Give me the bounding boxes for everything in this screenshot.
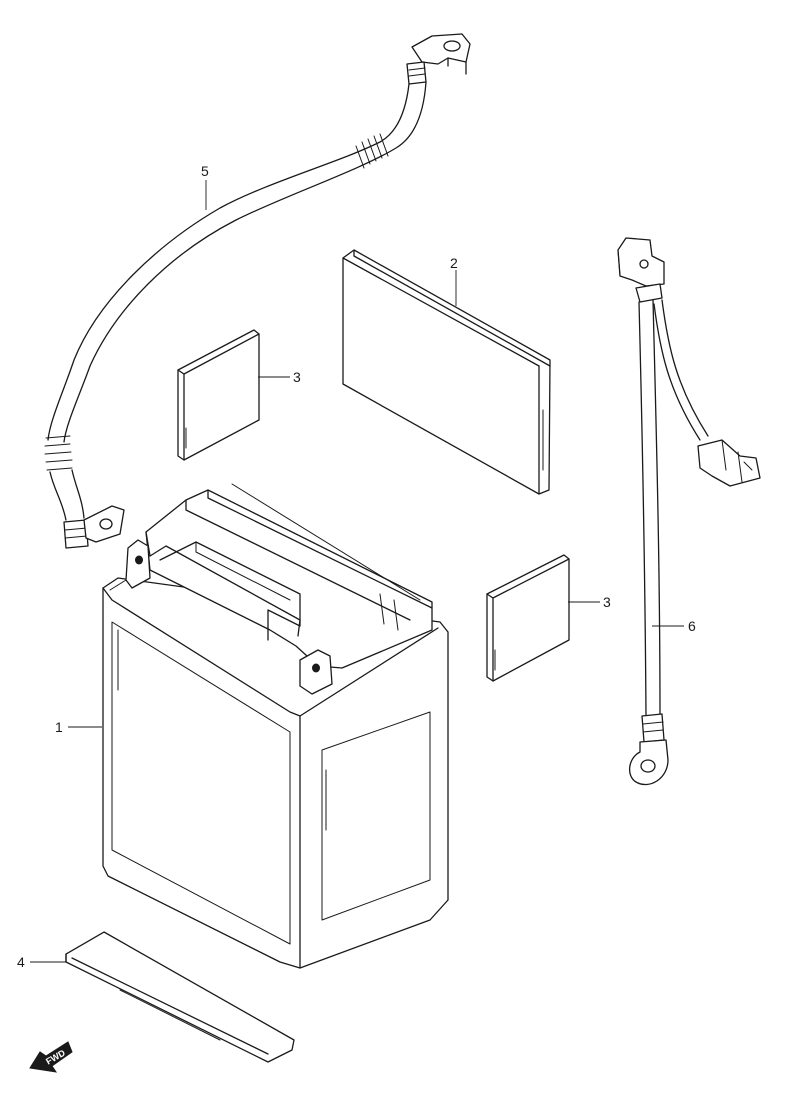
callout-5: 5 [201, 163, 209, 179]
battery [102, 483, 449, 969]
battery-cable-branch [617, 237, 761, 786]
callout-3-upper: 3 [293, 369, 301, 385]
pad-upper [177, 329, 260, 461]
battery-cable-main [44, 33, 471, 549]
callout-6: 6 [688, 618, 696, 634]
fwd-arrow-icon: FWD [29, 1041, 73, 1073]
callout-1: 1 [55, 719, 63, 735]
callout-3-lower: 3 [603, 594, 611, 610]
cover-plate-large [342, 249, 551, 495]
callout-4: 4 [17, 954, 25, 970]
pad-lower [486, 554, 570, 682]
callout-2: 2 [450, 255, 458, 271]
